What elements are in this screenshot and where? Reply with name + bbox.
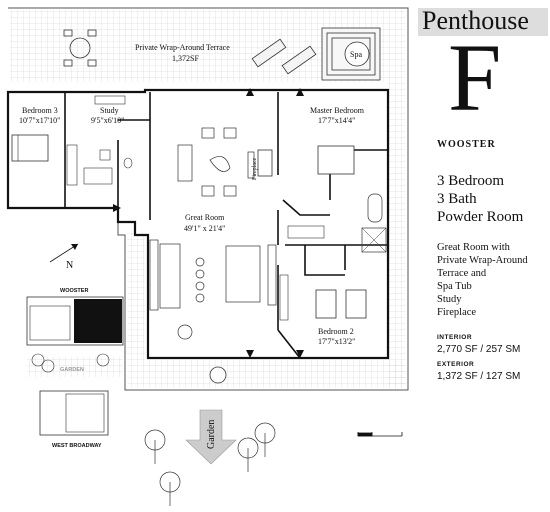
feature-powder-room: Powder Room (437, 209, 524, 225)
great-room-name: Great Room (185, 213, 225, 222)
bedroom3-name: Bedroom 3 (22, 106, 58, 115)
desk (94, 95, 126, 105)
amenity-line-2: Private Wrap-Around (437, 255, 528, 266)
entry-markers (113, 88, 304, 358)
bath-tub-3 (83, 167, 113, 185)
keyplan-lot (39, 390, 109, 436)
interior-label: INTERIOR (437, 334, 473, 341)
amenity-line-4: Spa Tub (437, 281, 472, 292)
sink (99, 149, 111, 161)
amenity-line-1: Great Room with (437, 242, 510, 253)
terrace-size: 1,372SF (172, 54, 199, 63)
keyplan-top-street: WOOSTER (60, 288, 88, 294)
bed-icon (11, 134, 49, 162)
great-room-size: 49'1" x 21'4" (184, 224, 225, 233)
living-furniture (149, 127, 277, 340)
master-bed (317, 145, 355, 175)
title-background (418, 8, 548, 36)
north-arrow (49, 243, 79, 263)
master-closet (287, 225, 325, 239)
master-size: 17'7"x14'4" (318, 116, 355, 125)
bedroom2-size: 17'7"x13'2" (318, 337, 355, 346)
north-label: N (66, 260, 73, 271)
closet (66, 144, 78, 186)
scale-bar (357, 432, 403, 437)
spa-tub (321, 27, 381, 81)
lounge-chairs (251, 38, 317, 75)
terrace-table (63, 29, 97, 67)
feature-baths: 3 Bath (437, 191, 477, 207)
unit-letter: F (448, 24, 502, 131)
bed2-right (345, 289, 367, 319)
floor-plan: Spa Private Wrap-Around Terrace 1,372SF … (6, 7, 409, 506)
keyplan-highlight (74, 299, 122, 343)
garden-trees (144, 422, 276, 506)
bed2-closet (279, 274, 289, 321)
bedroom3-size: 10'7"x17'10" (19, 116, 60, 125)
terrace-right (388, 82, 406, 388)
garden-arrow-label: Garden (206, 420, 217, 449)
exterior-value: 1,372 SF / 127 SM (437, 371, 521, 382)
amenity-line-6: Fireplace (437, 307, 477, 318)
terrace-left (127, 230, 145, 360)
bedroom2-name: Bedroom 2 (318, 327, 354, 336)
toilet-icon (123, 157, 133, 169)
keyplan-bottom-street: WEST BROADWAY (52, 443, 102, 449)
terrace-name: Private Wrap-Around Terrace (135, 43, 230, 52)
page-title: Penthouse (422, 6, 529, 35)
study-name: Study (100, 106, 119, 115)
keyplan-garden-label: GARDEN (60, 367, 84, 373)
master-name: Master Bedroom (310, 106, 365, 115)
study-size: 9'5"x6'10" (91, 116, 124, 125)
amenity-line-3: Terrace and (437, 268, 487, 279)
bed2-left (315, 289, 337, 319)
master-tub (367, 193, 383, 223)
fireplace-label: Fireplace (252, 157, 258, 180)
exterior-label: EXTERIOR (437, 361, 475, 368)
garden-arrow (185, 409, 237, 465)
master-shower (361, 227, 387, 253)
terrace-bottom (127, 360, 406, 388)
amenity-line-5: Study (437, 294, 462, 305)
keyplan-garden (27, 357, 123, 377)
interior-value: 2,770 SF / 257 SM (437, 344, 521, 355)
building-name: WOOSTER (437, 139, 496, 150)
terrace-bottom-table (209, 366, 227, 384)
feature-bedrooms: 3 Bedroom (437, 173, 505, 189)
fireplace-box (257, 149, 273, 177)
keyplan-trees (31, 353, 110, 373)
spa-label: Spa (350, 50, 362, 59)
